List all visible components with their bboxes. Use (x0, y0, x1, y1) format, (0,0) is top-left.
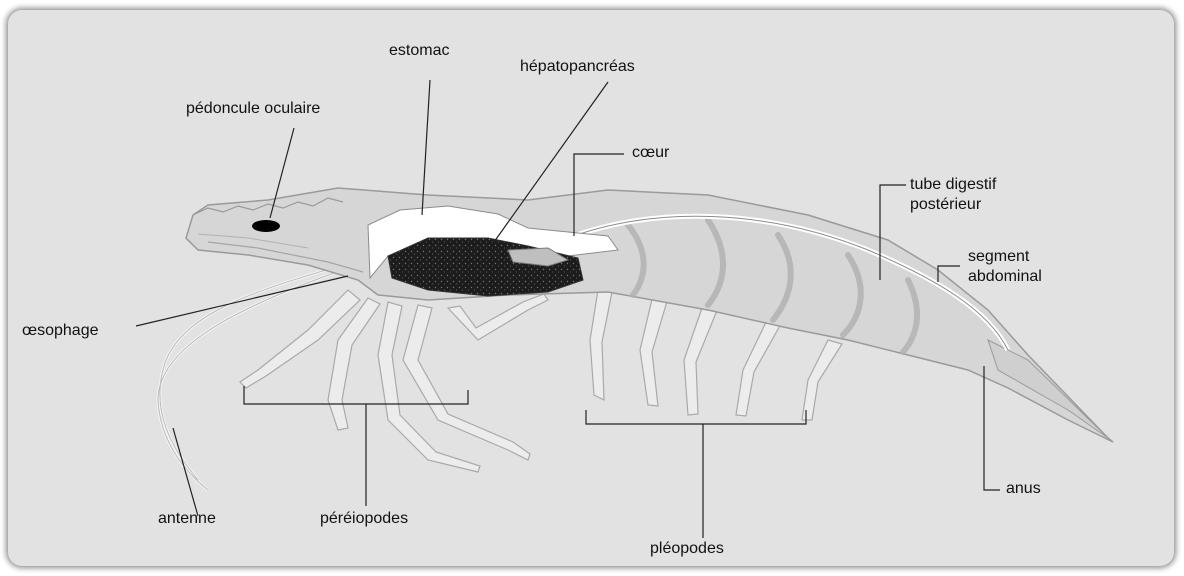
label-pleopodes: pléopodes (650, 540, 724, 558)
label-anus: anus (1006, 480, 1041, 498)
label-pereiopodes: péréiopodes (320, 510, 408, 528)
label-oesophage: œsophage (22, 322, 99, 340)
eye-icon (252, 220, 280, 232)
label-estomac: estomac (389, 42, 449, 60)
label-tube-digestif: tube digestif (910, 176, 996, 194)
shrimp-anatomy-diagram (8, 10, 1174, 566)
label-segment: segment (968, 248, 1029, 266)
label-posterieur: postérieur (910, 196, 981, 214)
label-abdominal: abdominal (968, 268, 1042, 286)
diagram-frame: estomac hépatopancréas pédoncule oculair… (8, 10, 1174, 566)
label-hepatopancreas: hépatopancréas (520, 58, 635, 76)
label-antenne: antenne (158, 510, 216, 528)
label-coeur: cœur (632, 144, 669, 162)
pereiopods-drawing (240, 290, 548, 472)
label-pedoncule-oculaire: pédoncule oculaire (186, 100, 320, 118)
